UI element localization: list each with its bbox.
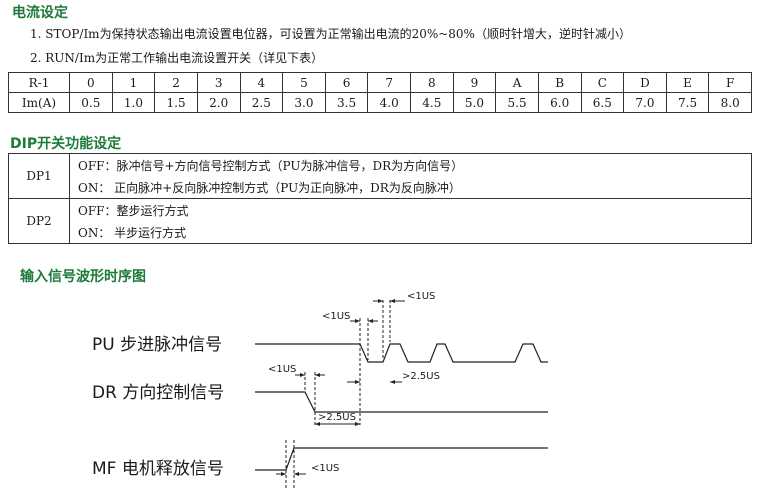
arrow-head (378, 299, 383, 303)
dip-name-dp1: DP1 (8, 153, 70, 199)
timing-diagram (255, 299, 548, 490)
table-cell: 6.0 (537, 92, 582, 113)
arrow-head (315, 422, 320, 426)
table-cell: 1.0 (111, 92, 156, 113)
table-cell: 9 (452, 72, 497, 93)
arrow-head (355, 319, 360, 323)
signal-label-mf: MF 电机释放信号 (92, 459, 224, 479)
current-table: R-1 0 1 2 3 4 5 6 7 8 9 A B C D E F Im(A… (8, 72, 752, 113)
table-row-head-position: R-1 (8, 72, 70, 93)
section-title-current: 电流设定 (12, 5, 68, 21)
signal-label-dr: DR 方向控制信号 (92, 383, 225, 403)
table-row-head-current: Im(A) (8, 92, 70, 113)
table-cell: 6 (324, 72, 369, 93)
section-title-timing: 输入信号波形时序图 (20, 269, 146, 285)
signal-label-pu: PU 步进脉冲信号 (92, 335, 223, 355)
table-row: ON： 正向脉冲+反向脉冲控制方式（PU为正向脉冲，DR为反向脉冲） (9, 176, 752, 199)
pu-waveform (255, 343, 548, 363)
table-cell: A (495, 72, 539, 93)
dip-dp1-off: OFF：脉冲信号+方向信号控制方式（PU为脉冲信号，DR为方向信号） (69, 153, 752, 176)
table-row: DP2 OFF：整步运行方式 (8, 198, 752, 244)
dr-waveform (255, 391, 548, 413)
table-cell: 2 (154, 72, 198, 93)
table-cell: 8 (410, 72, 454, 93)
table-cell: F (708, 72, 752, 93)
table-cell: B (537, 72, 582, 93)
arrow-head (315, 373, 320, 377)
current-item-1: 1. STOP/Im为保持状态输出电流设置电位器，可设置为正常输出电流的20%~… (30, 27, 631, 41)
table-cell: C (580, 72, 625, 93)
arrow-head (390, 299, 395, 303)
annotation-dr-a: <1US (268, 364, 297, 375)
arrow-head (355, 422, 360, 426)
annotation-pu-a: <1US (407, 291, 436, 302)
table-row-position: R-1 0 1 2 3 4 5 6 7 8 9 A B C D E F (8, 72, 752, 93)
arrow-head (368, 319, 373, 323)
table-cell: E (665, 72, 710, 93)
table-row: DP1 OFF：脉冲信号+方向信号控制方式（PU为脉冲信号，DR为方向信号） (8, 153, 752, 199)
table-cell: 4 (239, 72, 284, 93)
table-cell: 1.5 (154, 92, 198, 113)
annotation-dr-c: >2.5US (318, 412, 356, 423)
section-title-dip: DIP开关功能设定 (10, 136, 122, 152)
table-cell: 4.0 (367, 92, 411, 113)
table-cell: 2.5 (239, 92, 284, 113)
table-cell: 2.0 (196, 92, 241, 113)
arrow-head (294, 472, 299, 476)
dip-dp1-on: ON： 正向脉冲+反向脉冲控制方式（PU为正向脉冲，DR为反向脉冲） (69, 176, 752, 199)
table-cell: 3.0 (282, 92, 326, 113)
table-cell: 5 (282, 72, 326, 93)
table-cell: D (623, 72, 667, 93)
dip-dp2-off: OFF：整步运行方式 (69, 198, 752, 221)
arrow-head (390, 380, 395, 384)
table-cell: 0 (69, 72, 113, 93)
table-cell: 8.0 (708, 92, 752, 113)
table-row: ON： 半步运行方式 (9, 221, 752, 244)
table-row-current: Im(A) 0.5 1.0 1.5 2.0 2.5 3.0 3.5 4.0 4.… (8, 92, 752, 113)
dip-dp2-on: ON： 半步运行方式 (69, 221, 752, 244)
annotation-dr-b: >2.5US (402, 371, 440, 382)
table-cell: 7 (367, 72, 411, 93)
table-cell: 5.0 (452, 92, 497, 113)
dip-name-dp2: DP2 (8, 198, 70, 244)
table-cell: 0.5 (69, 92, 113, 113)
table-cell: 3 (196, 72, 241, 93)
annotation-pu-b: <1US (322, 311, 351, 322)
table-cell: 7.0 (623, 92, 667, 113)
mf-waveform (255, 447, 548, 471)
dip-table: DP1 OFF：脉冲信号+方向信号控制方式（PU为脉冲信号，DR为方向信号） O… (8, 153, 752, 244)
table-cell: 4.5 (410, 92, 454, 113)
arrow-head (300, 373, 305, 377)
table-cell: 7.5 (665, 92, 710, 113)
arrow-head (281, 472, 286, 476)
annotation-mf-a: <1US (311, 463, 340, 474)
table-cell: 3.5 (324, 92, 369, 113)
table-cell: 6.5 (580, 92, 625, 113)
arrow-head (355, 380, 360, 384)
table-cell: 5.5 (495, 92, 539, 113)
table-cell: 1 (111, 72, 156, 93)
current-item-2: 2. RUN/Im为正常工作输出电流设置开关（详见下表） (30, 51, 324, 65)
